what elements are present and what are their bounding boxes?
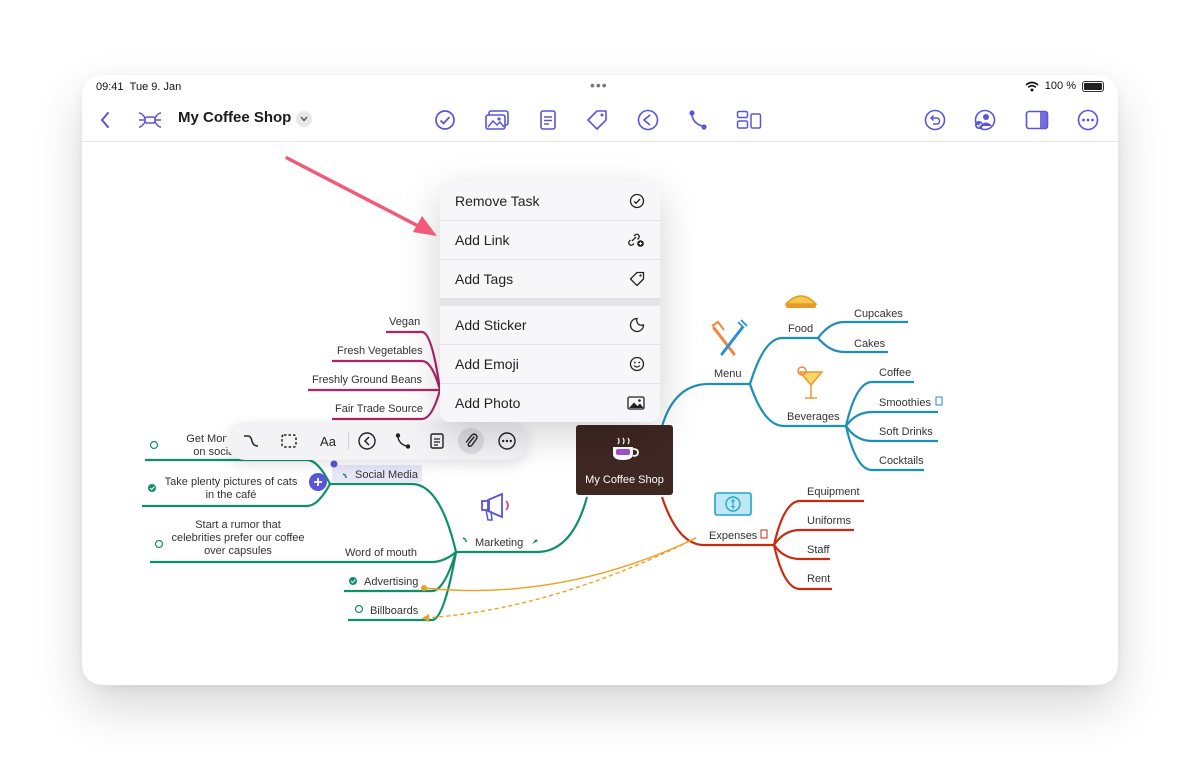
mindmap-icon[interactable] (137, 107, 163, 133)
back-chevron-icon[interactable] (92, 107, 118, 133)
wifi-icon (1025, 81, 1039, 91)
menu-item-add-sticker[interactable]: Add Sticker (440, 306, 660, 345)
boundary-icon[interactable] (276, 428, 302, 454)
link-plus-icon (628, 233, 644, 247)
toolbar-divider (348, 432, 349, 450)
mindmap-canvas[interactable]: My Coffee Shop Menu Food Cupcakes Cakes … (82, 142, 1118, 685)
coffee-cup-icon (613, 437, 639, 460)
topic-coffee[interactable]: Coffee (879, 367, 912, 379)
menu-item-add-tags[interactable]: Add Tags (440, 260, 660, 299)
topic-soft-drinks[interactable]: Soft Drinks (879, 426, 933, 438)
menu-item-remove-task[interactable]: Remove Task (440, 182, 660, 221)
central-topic-label: My Coffee Shop (585, 474, 664, 486)
task-checkmark-icon[interactable] (432, 107, 458, 133)
photo-icon (627, 396, 645, 410)
topic-cocktails[interactable]: Cocktails (879, 455, 924, 467)
mindmap-branches (142, 295, 943, 622)
note-icon[interactable] (535, 107, 561, 133)
text-style-button[interactable]: Aa (320, 433, 336, 449)
topic-social-media[interactable]: Social Media (355, 469, 418, 481)
topic-food[interactable]: Food (788, 323, 814, 335)
topic-cakes[interactable]: Cakes (854, 338, 886, 350)
insert-image-icon[interactable] (484, 107, 510, 133)
status-bar: 09:41 Tue 9. Jan ••• 100 % (82, 75, 1118, 99)
topic-marketing[interactable]: Marketing (475, 537, 524, 549)
topic-menu[interactable]: Menu (714, 368, 742, 380)
layout-icon[interactable] (736, 107, 762, 133)
task-cat-pictures[interactable]: Take plenty pictures of cats in the café (164, 476, 298, 501)
topic-freshly-ground-beans[interactable]: Freshly Ground Beans (312, 374, 423, 386)
document-title[interactable]: My Coffee Shop (178, 109, 292, 126)
topic-equipment[interactable]: Equipment (807, 486, 860, 498)
connection-icon[interactable] (685, 107, 711, 133)
title-dropdown-icon[interactable] (296, 111, 312, 127)
undo-icon[interactable] (922, 107, 948, 133)
pie-icon (784, 295, 818, 308)
attachment-icon[interactable] (458, 428, 484, 454)
task-start-rumor[interactable]: Start a rumor that celebrities prefer ou… (171, 519, 305, 557)
collaborate-icon[interactable] (972, 107, 998, 133)
battery-icon (1082, 80, 1104, 92)
tag-icon (629, 271, 645, 287)
money-icon (714, 492, 752, 516)
central-topic[interactable]: My Coffee Shop (576, 425, 673, 495)
menu-item-add-photo[interactable]: Add Photo (440, 384, 660, 422)
status-time: 09:41 Tue 9. Jan (96, 81, 182, 93)
topic-word-of-mouth[interactable]: Word of mouth (345, 547, 417, 559)
battery-percent: 100 % (1044, 80, 1076, 92)
note-icon[interactable] (424, 428, 450, 454)
ipad-window: 09:41 Tue 9. Jan ••• 100 % My Coffee Sho… (82, 75, 1118, 685)
topic-cupcakes[interactable]: Cupcakes (854, 308, 903, 320)
topic-fair-trade-source[interactable]: Fair Trade Source (335, 403, 424, 415)
branch-style-icon[interactable] (238, 428, 264, 454)
topic-staff[interactable]: Staff (807, 544, 830, 556)
topic-fresh-vegetables[interactable]: Fresh Vegetables (337, 345, 423, 357)
topic-uniforms[interactable]: Uniforms (807, 515, 852, 527)
context-menu: Remove Task Add Link Add Tags Add Sticke… (440, 182, 660, 422)
topic-expenses[interactable]: Expenses (709, 530, 758, 542)
megaphone-icon (481, 492, 509, 521)
sidebar-toggle-icon[interactable] (1024, 107, 1050, 133)
checkmark-circle-icon (629, 193, 645, 209)
relation-icon[interactable] (354, 428, 380, 454)
top-toolbar: My Coffee Shop (82, 99, 1118, 142)
floating-format-toolbar: Aa (226, 422, 528, 460)
topic-beverages[interactable]: Beverages (787, 411, 840, 423)
connect-icon[interactable] (390, 428, 416, 454)
topic-rent[interactable]: Rent (807, 573, 831, 585)
topic-billboards[interactable]: Billboards (370, 605, 419, 617)
topic-smoothies[interactable]: Smoothies (879, 397, 931, 409)
tag-icon[interactable] (584, 107, 610, 133)
menu-item-add-emoji[interactable]: Add Emoji (440, 345, 660, 384)
cocktail-icon (797, 366, 824, 399)
topic-advertising[interactable]: Advertising (364, 576, 419, 588)
topic-vegan[interactable]: Vegan (389, 316, 421, 328)
more-options-icon[interactable] (1075, 107, 1101, 133)
sticker-icon (629, 317, 645, 333)
menu-item-add-link[interactable]: Add Link (440, 221, 660, 260)
more-icon[interactable] (494, 428, 520, 454)
menu-separator (440, 299, 660, 306)
multitask-dots-icon[interactable]: ••• (590, 77, 608, 93)
relation-back-icon[interactable] (635, 107, 661, 133)
cutlery-icon (711, 319, 748, 356)
smiley-icon (629, 356, 645, 372)
